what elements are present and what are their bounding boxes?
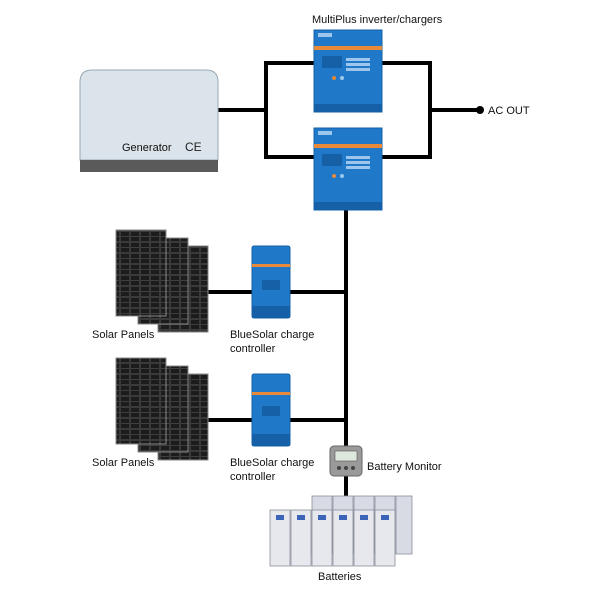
battery-monitor-label: Battery Monitor [367,461,442,473]
solar-panels-label-2: Solar Panels [92,457,155,469]
battery-row-front [269,509,396,567]
multiplus-unit-bottom [313,127,383,211]
generator-label: Generator [122,142,172,154]
ce-mark: CE [185,140,202,154]
solar-panels-label-1: Solar Panels [92,329,155,341]
bluesolar-label-2a: BlueSolar charge [230,457,314,469]
multiplus-label: MultiPlus inverter/chargers [312,14,443,26]
battery-monitor [329,445,363,477]
generator: Generator CE [79,69,219,172]
bluesolar-controller-top [251,245,291,319]
bluesolar-label-1a: BlueSolar charge [230,329,314,341]
solar-panels-bottom [115,357,209,461]
bluesolar-controller-bottom [251,373,291,447]
battery-bank [269,495,413,567]
batteries-label: Batteries [318,571,362,583]
solar-panels-top [115,229,209,333]
multiplus-unit-top [313,29,383,113]
ac-out-label: AC OUT [488,105,530,117]
bluesolar-label-2b: controller [230,471,276,483]
bluesolar-label-1b: controller [230,343,276,355]
ac-out-terminal [476,106,484,114]
